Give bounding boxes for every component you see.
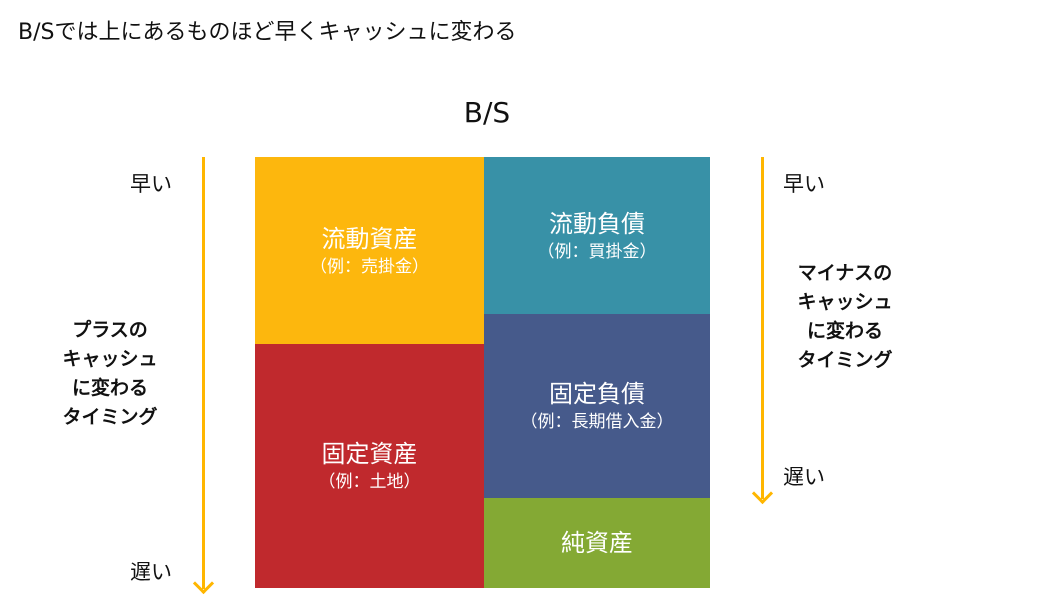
left-timing-arrow — [202, 157, 205, 589]
box-label: 固定負債 — [549, 380, 645, 408]
fixed-liabilities-box: 固定負債 （例：長期借入金） — [484, 314, 710, 498]
box-label: 固定資産 — [321, 440, 418, 468]
caption-line: マイナスの — [797, 262, 893, 284]
box-label: 流動資産 — [321, 224, 418, 253]
net-assets-box: 純資産 — [484, 498, 710, 588]
box-label: 流動負債 — [549, 209, 645, 238]
left-axis-caption: プラスの キャッシュ に変わる タイミング — [40, 316, 180, 432]
box-example: （例：買掛金） — [537, 241, 657, 262]
current-liabilities-box: 流動負債 （例：買掛金） — [484, 157, 710, 314]
box-example: （例：土地） — [318, 472, 421, 492]
fixed-assets-box: 固定資産 （例：土地） — [255, 344, 484, 588]
box-label: 純資産 — [561, 529, 633, 557]
right-late-label: 遅い — [783, 465, 825, 489]
caption-line: キャッシュ — [797, 291, 893, 313]
caption-line: に変わる — [806, 320, 883, 342]
right-axis-caption: マイナスの キャッシュ に変わる タイミング — [775, 259, 915, 375]
right-early-label: 早い — [783, 172, 825, 196]
left-early-label: 早い — [130, 172, 172, 196]
left-arrow-head-icon — [192, 572, 215, 595]
caption-line: に変わる — [71, 377, 148, 399]
slide-title: B/Sでは上にあるものほど早くキャッシュに変わる — [18, 20, 517, 45]
box-example: （例：売掛金） — [310, 256, 429, 277]
current-assets-box: 流動資産 （例：売掛金） — [255, 157, 484, 344]
caption-line: タイミング — [62, 406, 158, 428]
right-timing-arrow — [761, 157, 764, 499]
right-arrow-head-icon — [751, 482, 774, 505]
left-late-label: 遅い — [130, 560, 172, 584]
box-example: （例：長期借入金） — [520, 412, 674, 432]
caption-line: プラスの — [72, 319, 148, 341]
caption-line: タイミング — [797, 349, 893, 371]
diagram-title: B/S — [463, 96, 511, 129]
caption-line: キャッシュ — [62, 348, 158, 370]
